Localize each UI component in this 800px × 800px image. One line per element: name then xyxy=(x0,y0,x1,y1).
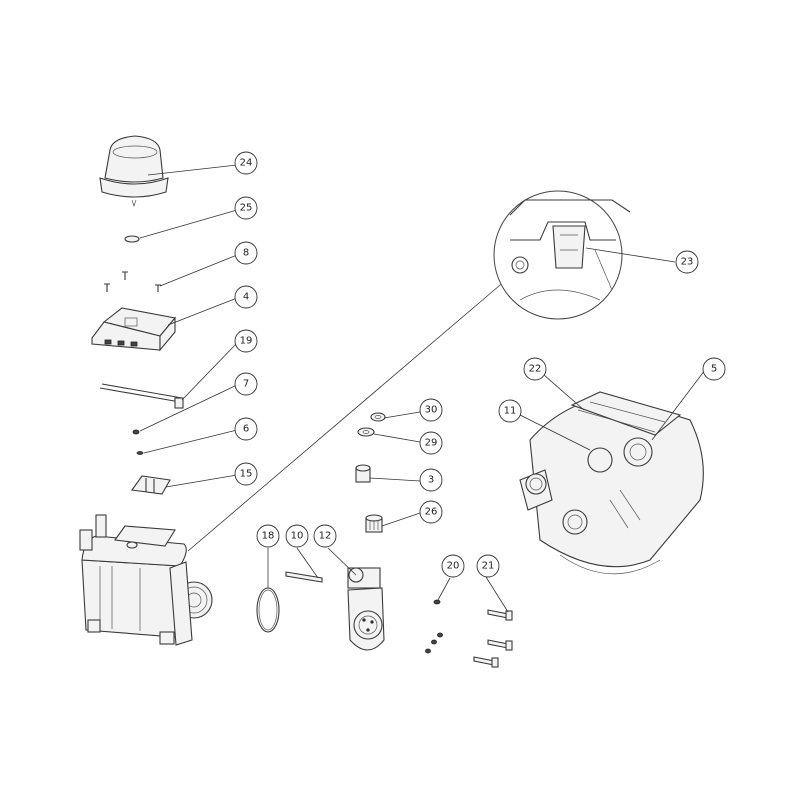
part-26-nut xyxy=(365,514,383,533)
callout-label: 11 xyxy=(504,406,517,417)
detail-leader-line xyxy=(187,279,507,552)
callout-label: 19 xyxy=(240,336,253,347)
callout-label: 24 xyxy=(240,158,253,169)
callout-label: 12 xyxy=(319,531,332,542)
callout-18: 18 xyxy=(256,524,280,548)
callout-label: 22 xyxy=(529,364,542,375)
part-6-pin xyxy=(136,451,144,455)
part-21-bolts xyxy=(473,609,513,668)
callout-19: 19 xyxy=(234,329,258,353)
part-4-control-box xyxy=(91,307,177,352)
callout-22: 22 xyxy=(523,357,547,381)
callout-label: 21 xyxy=(482,561,495,572)
part-19-rod xyxy=(99,383,184,409)
callout-label: 23 xyxy=(681,257,694,268)
callout-11: 11 xyxy=(498,399,522,423)
part-15-bracket xyxy=(131,475,171,495)
main-pump-assembly xyxy=(79,514,213,646)
callout-label: 10 xyxy=(291,531,304,542)
right-pump-assembly xyxy=(519,391,704,575)
part-30-oring xyxy=(370,412,386,422)
callout-label: 7 xyxy=(243,379,249,390)
callout-29: 29 xyxy=(419,431,443,455)
callout-21: 21 xyxy=(476,554,500,578)
part-18-ring xyxy=(256,587,280,633)
callout-label: 3 xyxy=(428,475,434,486)
callout-label: 5 xyxy=(711,364,717,375)
callout-leaders xyxy=(139,164,706,613)
part-29-washer xyxy=(357,427,375,437)
part-20-small-parts xyxy=(425,599,443,654)
callout-30: 30 xyxy=(419,398,443,422)
callout-label: 6 xyxy=(243,424,249,435)
callout-label: 18 xyxy=(262,531,275,542)
callout-3: 3 xyxy=(419,468,443,492)
part-8-screws xyxy=(104,271,161,292)
callout-label: 30 xyxy=(425,405,438,416)
callout-label: 20 xyxy=(447,561,460,572)
callout-label: 25 xyxy=(240,203,253,214)
part-25-washer xyxy=(124,235,140,243)
callout-24: 24 xyxy=(234,151,258,175)
part-3-connector xyxy=(355,464,371,483)
part-7-pin xyxy=(132,429,140,435)
callout-25: 25 xyxy=(234,196,258,220)
callout-15: 15 xyxy=(234,462,258,486)
callout-4: 4 xyxy=(234,285,258,309)
callout-7: 7 xyxy=(234,372,258,396)
callout-23: 23 xyxy=(675,250,699,274)
detail-view-23 xyxy=(493,190,631,320)
part-12-pump-head xyxy=(347,567,385,651)
callout-label: 26 xyxy=(425,507,438,518)
callout-label: 15 xyxy=(240,469,253,480)
callout-label: 29 xyxy=(425,438,438,449)
callout-8: 8 xyxy=(234,241,258,265)
callout-label: 8 xyxy=(243,248,249,259)
callout-12: 12 xyxy=(313,524,337,548)
callout-26: 26 xyxy=(419,500,443,524)
part-24-dome-cap xyxy=(99,135,169,208)
callout-6: 6 xyxy=(234,417,258,441)
callout-10: 10 xyxy=(285,524,309,548)
part-10-shaft xyxy=(285,571,323,583)
callout-5: 5 xyxy=(702,357,726,381)
callout-20: 20 xyxy=(441,554,465,578)
callout-label: 4 xyxy=(243,292,249,303)
